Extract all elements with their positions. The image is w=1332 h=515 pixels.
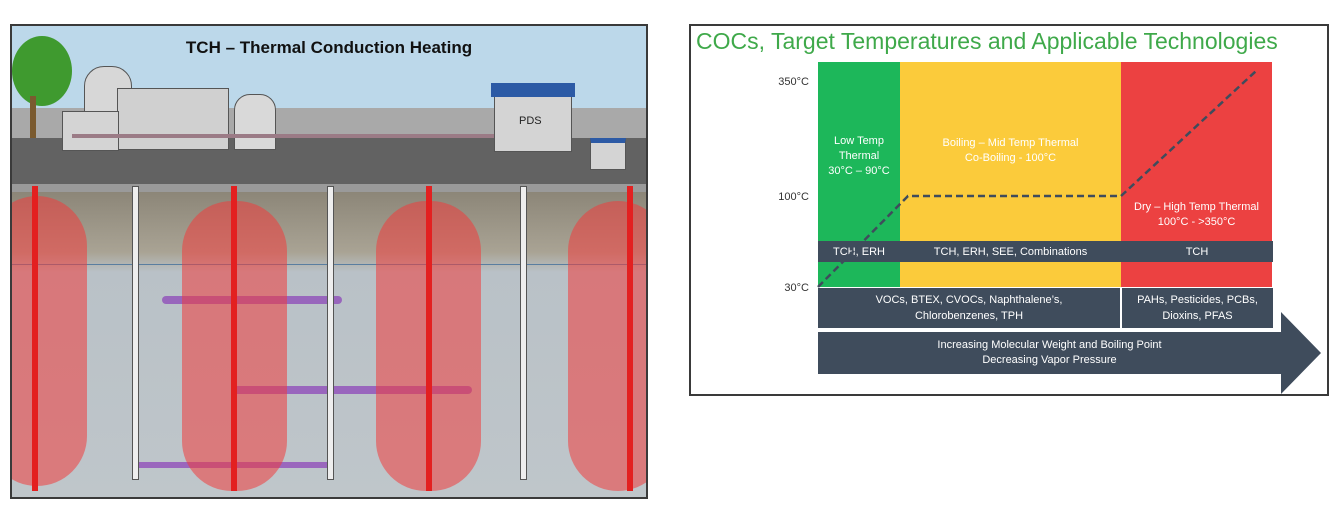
pds-building: PDS [491,83,575,152]
contaminants-high: PAHs, Pesticides, PCBs, Dioxins, PFAS [1122,288,1273,328]
pds-label: PDS [519,115,542,127]
zone-text: 30°C – 90°C [828,165,890,177]
arrow-text: Increasing Molecular Weight and Boiling … [937,339,1162,351]
heater-well [627,186,633,491]
tech-mid: TCH, ERH, SEE, Combinations [900,241,1121,262]
manifold-pipe [72,134,502,138]
tch-illustration: TCH – Thermal Conduction Heating PDS [10,24,648,499]
tank [234,94,276,150]
arrow-shape [818,312,1321,394]
small-shed [590,138,626,170]
y-label-30: 30°C [784,282,809,294]
zone-text: Low Temp [834,135,884,147]
tree-trunk [30,96,36,146]
treatment-building [117,88,229,150]
heat-zone [12,196,87,486]
vapor-extraction-well [520,186,527,480]
contaminant-text: VOCs, BTEX, CVOCs, Naphthalene’s, [875,294,1063,306]
dashed-temperature-line [817,70,1257,288]
diagram-title: COCs, Target Temperatures and Applicable… [696,28,1278,54]
temperature-curve [817,70,1321,394]
arrow-text: Decreasing Vapor Pressure [982,354,1117,366]
zone-text: Thermal [838,150,880,162]
contaminant-text: PAHs, Pesticides, PCBs, [1137,294,1258,306]
vapor-extraction-well [132,186,139,480]
zone-text: Dry – High Temp Thermal [1134,201,1259,213]
y-label-100: 100°C [778,191,809,203]
y-label-350: 350°C [778,76,809,88]
arrow-label: Increasing Molecular Weight and Boiling … [818,338,1281,368]
contaminant-text: Dioxins, PFAS [1162,310,1233,322]
zone-text: 100°C - >350°C [1157,216,1236,228]
tech-high: TCH [1121,241,1273,262]
heater-well [231,186,237,491]
zone-text: Boiling – Mid Temp Thermal [942,137,1079,149]
blower-unit [62,111,119,151]
contaminant-plume [232,386,472,394]
contaminants-low-mid: VOCs, BTEX, CVOCs, Naphthalene’s, Chlorob… [818,288,1120,328]
illustration-title: TCH – Thermal Conduction Heating [185,38,473,57]
tree-icon [12,36,72,106]
heater-well [426,186,432,491]
zone-text: Co-Boiling - 100°C [964,152,1057,164]
tech-low: TCH, ERH [818,241,900,262]
heat-zone [568,201,646,491]
contaminant-text: Chlorobenzenes, TPH [914,310,1024,322]
heater-well [32,186,38,491]
vapor-extraction-well [327,186,334,480]
roof [491,83,575,97]
temperature-diagram: COCs, Target Temperatures and Applicable… [689,24,1329,396]
